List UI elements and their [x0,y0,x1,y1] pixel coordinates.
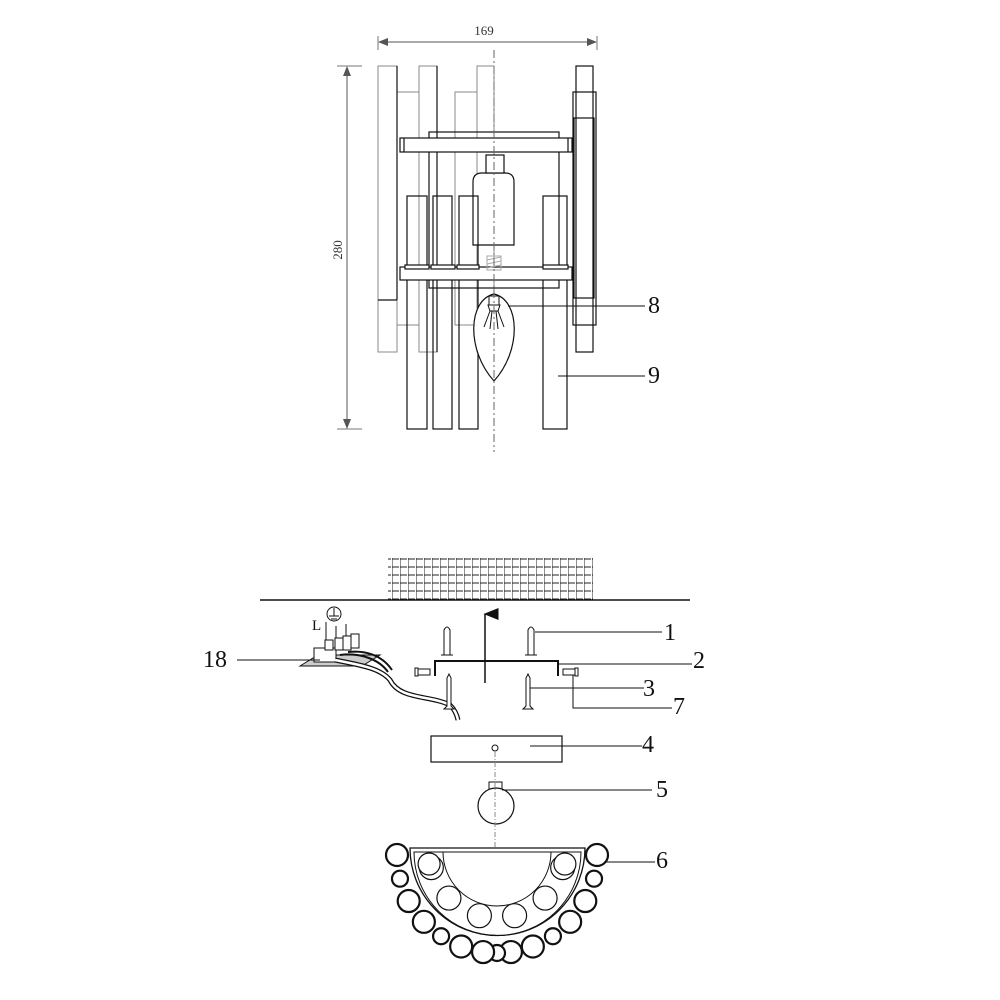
front-crystal-panels [378,65,597,353]
screws [442,672,535,710]
crystal-bead [501,903,528,929]
earth-ground-icon [326,606,342,622]
crystal-bead [470,939,496,965]
width-dimension-label: 169 [474,23,494,38]
callout-7-label: 7 [673,694,685,720]
callout-8: 8 [508,293,660,319]
crystal-bead [553,852,577,876]
wall-hatch [388,558,593,600]
lower-bar [399,264,573,281]
crystal-bead [417,852,441,876]
crystal-bead [466,903,493,929]
crystal-bead [584,869,604,888]
callout-4-label: 4 [642,732,654,758]
side-view: 169 280 [330,23,660,452]
callout-1-label: 1 [664,620,676,646]
crystal-bead [584,842,610,868]
width-dimension: 169 [377,23,598,50]
callout-1: 1 [535,620,676,646]
crystal-bead [411,909,436,934]
crystal-bead [532,885,558,911]
height-dimension-label: 280 [330,240,345,260]
mounting-bracket [434,660,559,676]
crystal-bead [431,927,451,946]
callout-18: 18 [203,647,320,673]
callout-4: 4 [530,732,654,758]
crystal-bead [520,934,545,959]
callout-3-label: 3 [643,676,655,702]
crystal-bead [384,842,410,868]
crystal-bead [558,909,583,934]
callout-18-label: 18 [203,647,227,673]
callout-3: 3 [530,676,655,702]
callout-2: 2 [558,648,705,674]
crystal-bead [396,888,421,914]
crystal-bead [573,888,598,914]
crystal-bead [543,927,563,946]
crystal-shade [384,842,610,965]
nut [477,781,515,825]
crystal-bead [449,934,474,959]
callout-5-label: 5 [656,777,668,803]
crystal-bead [390,869,410,888]
callout-2-label: 2 [693,648,705,674]
wall-anchors [441,626,537,656]
callout-9-label: 9 [648,363,660,389]
callout-8-label: 8 [648,293,660,319]
callout-7: 7 [572,675,685,720]
callout-6: 6 [605,848,668,874]
callout-5: 5 [502,777,668,803]
live-terminal-label: L [312,618,321,634]
terminal-block: L [298,606,461,721]
canopy [430,735,563,763]
callout-6-label: 6 [656,848,668,874]
exploded-view: L 18 1 2 [203,558,705,965]
bracket-screws [414,667,579,677]
frame [399,131,573,289]
crystal-bead [436,885,462,911]
height-dimension: 280 [330,65,362,430]
lamp-socket [472,172,515,246]
callout-9: 9 [558,363,660,389]
